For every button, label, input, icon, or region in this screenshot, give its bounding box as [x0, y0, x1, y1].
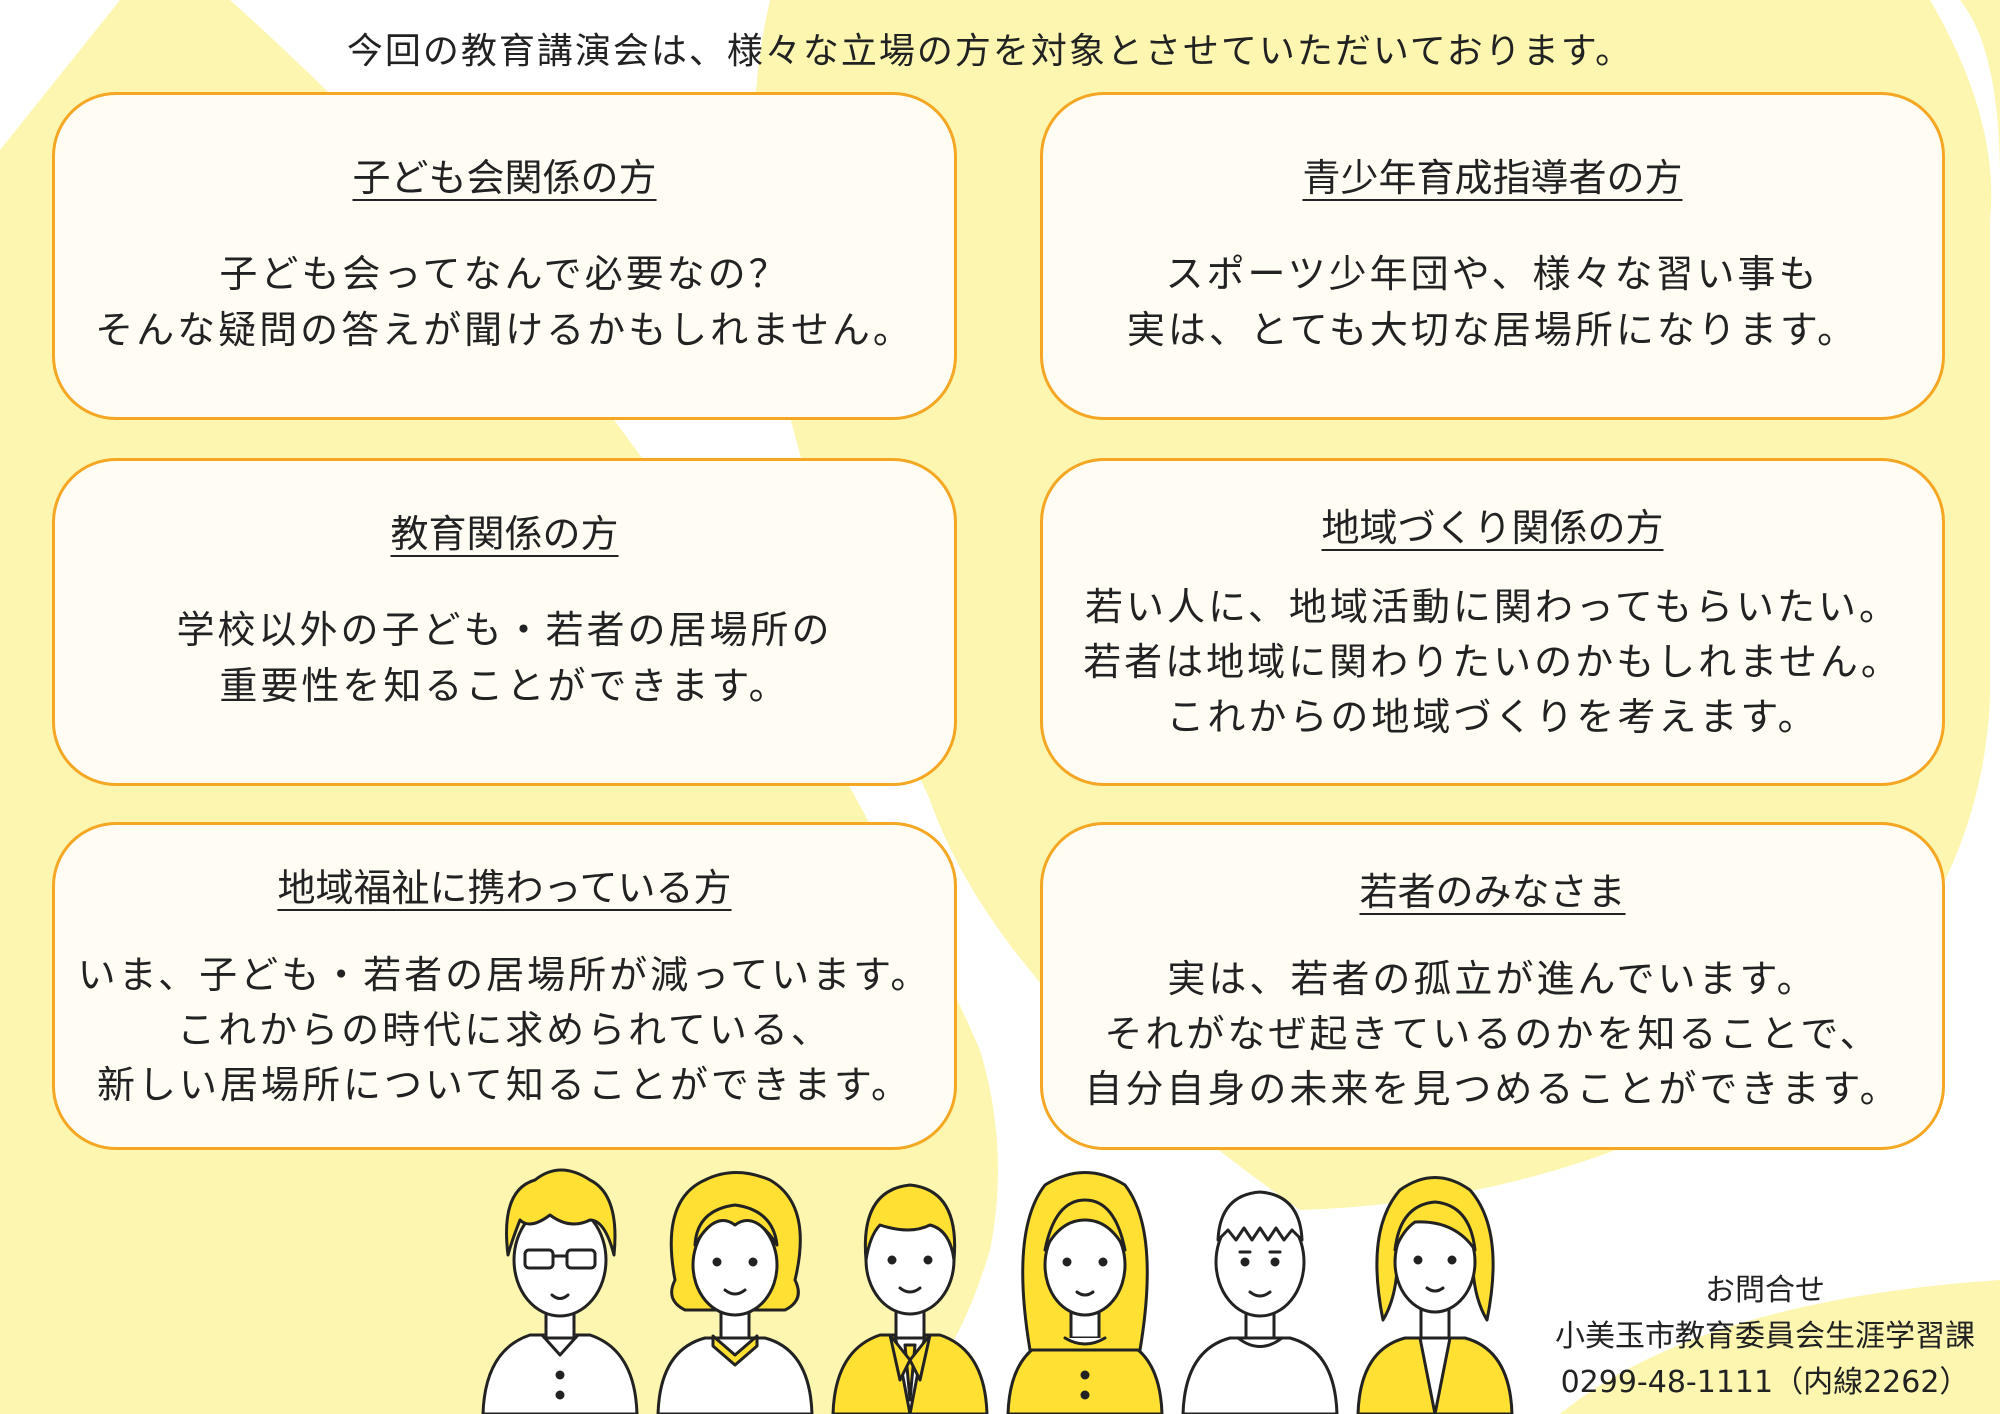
- card-line: スポーツ少年団や、様々な習い事も: [1165, 252, 1820, 296]
- older-woman-icon: [656, 1171, 814, 1414]
- contact-info: お問合せ 小美玉市教育委員会生涯学習課 0299-48-1111（内線2262）: [1545, 1268, 1985, 1406]
- card-title: 若者のみなさま: [1359, 870, 1626, 914]
- card-line: 実は、若者の孤立が進んでいます。: [1167, 957, 1818, 1001]
- card-youth-leaders: 青少年育成指導者の方 スポーツ少年団や、様々な習い事も 実は、とても大切な居場所…: [1040, 92, 1945, 420]
- card-line: 子ども会ってなんで必要なの？: [219, 252, 790, 296]
- card-title: 地域づくり関係の方: [1321, 506, 1664, 550]
- contact-department: 小美玉市教育委員会生涯学習課: [1555, 1319, 1975, 1354]
- card-title: 子ども会関係の方: [352, 156, 657, 200]
- card-title: 教育関係の方: [390, 512, 619, 556]
- intro-text: 今回の教育講演会は、様々な立場の方を対象とさせていただいております。: [346, 31, 1634, 72]
- businessman-icon: [831, 1183, 989, 1414]
- contact-heading: お問合せ: [1705, 1273, 1825, 1308]
- card-community: 地域づくり関係の方 若い人に、地域活動に関わってもらいたい。 若者は地域に関わり…: [1040, 458, 1945, 786]
- card-line: 若い人に、地域活動に関わってもらいたい。: [1084, 585, 1901, 629]
- card-line: 新しい居場所について知ることができます。: [96, 1063, 913, 1107]
- card-education: 教育関係の方 学校以外の子ども・若者の居場所の 重要性を知ることができます。: [52, 458, 957, 786]
- card-young-people: 若者のみなさま 実は、若者の孤立が進んでいます。 それがなぜ起きているのかを知る…: [1040, 822, 1945, 1150]
- card-kodomokai: 子ども会関係の方 子ども会ってなんで必要なの？ そんな疑問の答えが聞けるかもしれ…: [52, 92, 957, 420]
- card-line: これからの地域づくりを考えます。: [1166, 695, 1819, 739]
- card-welfare: 地域福祉に携わっている方 いま、子ども・若者の居場所が減っています。 これからの…: [52, 822, 957, 1150]
- card-line: 実は、とても大切な居場所になります。: [1126, 308, 1859, 352]
- card-line: 学校以外の子ども・若者の居場所の: [176, 608, 833, 652]
- people-illustration: [481, 1168, 1514, 1414]
- man-glasses-icon: [481, 1168, 639, 1414]
- card-line: そんな疑問の答えが聞けるかもしれません。: [95, 308, 914, 352]
- card-title: 地域福祉に携わっている方: [277, 866, 732, 910]
- young-woman-icon: [1006, 1171, 1164, 1414]
- contact-phone: 0299-48-1111（内線2262）: [1560, 1365, 1970, 1400]
- elderly-man-icon: [1181, 1190, 1339, 1414]
- businesswoman-icon: [1356, 1176, 1514, 1414]
- card-line: それがなぜ起きているのかを知ることで、: [1104, 1012, 1881, 1056]
- card-line: 重要性を知ることができます。: [219, 664, 790, 708]
- card-line: 自分自身の未来を見つめることができます。: [1084, 1067, 1901, 1111]
- card-title: 青少年育成指導者の方: [1302, 156, 1683, 200]
- card-line: これからの時代に求められている、: [177, 1008, 832, 1052]
- card-line: 若者は地域に関わりたいのかもしれません。: [1083, 640, 1902, 684]
- card-line: いま、子ども・若者の居場所が減っています。: [77, 953, 932, 997]
